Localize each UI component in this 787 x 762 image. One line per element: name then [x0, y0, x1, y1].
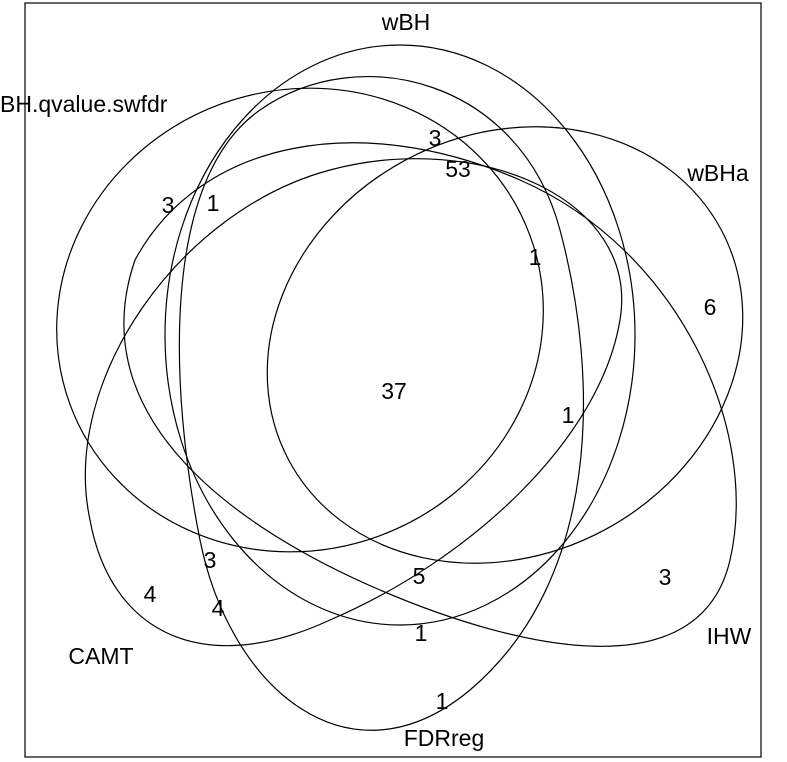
region-count: 3: [204, 547, 217, 573]
region-count: 1: [529, 244, 542, 270]
region-count: 3: [162, 192, 175, 218]
region-count: 3: [659, 564, 672, 590]
region-count: 53: [445, 156, 471, 182]
region-count: 1: [207, 190, 220, 216]
region-count: 37: [381, 378, 407, 404]
set-shape-wbh: [164, 44, 636, 626]
region-count: 4: [144, 581, 157, 607]
set-shape-fdrreg: [178, 75, 585, 731]
set-shape-bh-qvalue-swfdr: [56, 87, 544, 553]
set-label-wbh: wBH: [381, 9, 431, 35]
region-count: 6: [704, 294, 717, 320]
set-label-bh-qvalue-swfdr: BH.qvalue.swfdr: [0, 91, 168, 117]
set-label-camt: CAMT: [68, 643, 133, 669]
region-count: 5: [413, 563, 426, 589]
plot-frame: [24, 2, 762, 758]
region-count: 1: [415, 620, 428, 646]
region-count: 1: [436, 688, 449, 714]
region-count: 1: [562, 402, 575, 428]
set-label-fdrreg: FDRreg: [404, 725, 485, 751]
set-shape-camt: [84, 158, 623, 647]
region-count: 4: [212, 595, 225, 621]
set-shape-wbha: [266, 126, 744, 564]
set-shape-ihw: [123, 142, 737, 647]
set-label-ihw: IHW: [707, 623, 752, 649]
set-label-wbha: wBHa: [686, 160, 749, 186]
region-count: 3: [429, 125, 442, 151]
